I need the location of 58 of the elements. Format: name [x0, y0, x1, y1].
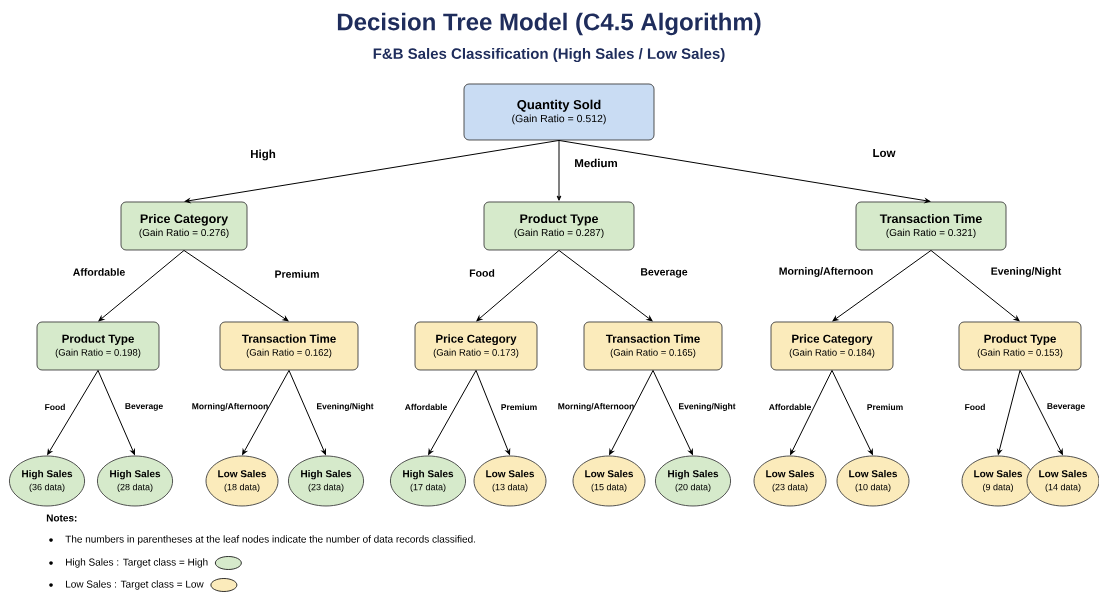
arrow: [476, 249, 560, 322]
note-text: The numbers in parentheses at the leaf nodes indicate the number of data records classified.: [65, 535, 475, 545]
root-node-box: Quantity Sold (Gain Ratio = 0.512): [463, 83, 655, 141]
decision-node-box: Product Type (Gain Ratio = 0.153): [958, 321, 1082, 371]
arrow: [831, 369, 873, 455]
edge-label: Premium: [501, 403, 537, 411]
arrow: [609, 369, 654, 455]
edge-label: Evening/Night: [317, 403, 374, 411]
edge-label: Food: [469, 269, 495, 277]
edge-label: Affordable: [73, 268, 125, 276]
edge-label: Affordable: [404, 403, 447, 411]
edge-label: Medium: [575, 158, 617, 168]
edge-label: Morning/Afternoon: [192, 403, 268, 411]
arrow: [183, 249, 289, 322]
arrow: [997, 369, 1021, 455]
arrow: [98, 249, 185, 322]
decision-node-box: Price Category (Gain Ratio = 0.184): [770, 321, 894, 371]
arrow: [558, 249, 653, 322]
arrow: [428, 369, 477, 455]
legend-text: High Sales : Target class = High: [66, 558, 208, 568]
edge-label: Food: [45, 403, 65, 411]
decision-node-box: Price Category (Gain Ratio = 0.173): [414, 321, 538, 371]
edge-label: Beverage: [125, 403, 163, 411]
arrow: [184, 139, 560, 203]
arrow: [288, 369, 326, 455]
title: Decision Tree Model (C4.5 Algorithm): [337, 12, 761, 36]
decision-node-box: Product Type (Gain Ratio = 0.198): [36, 321, 160, 371]
arrow: [930, 249, 1020, 322]
decision-node-box: Product Type (Gain Ratio = 0.287): [483, 201, 635, 251]
arrow: [475, 369, 511, 455]
arrow: [1019, 369, 1063, 455]
decision-node-box: Price Category (Gain Ratio = 0.276): [120, 201, 248, 251]
arrow: [652, 369, 693, 455]
edge-label: Evening/Night: [679, 403, 736, 411]
edge-label: Low: [873, 149, 896, 157]
arrow: [790, 369, 833, 455]
edge-label: Evening/Night: [991, 267, 1062, 277]
edge-label: Food: [965, 403, 985, 411]
decision-node-box: Transaction Time (Gain Ratio = 0.321): [855, 201, 1007, 251]
arrow: [242, 369, 290, 455]
arrow: [832, 249, 932, 322]
edge-label: Beverage: [1047, 403, 1085, 411]
edge-label: High: [251, 149, 276, 161]
notes-heading: Notes:: [46, 514, 77, 522]
edge-label: Premium: [275, 270, 319, 278]
arrow: [97, 369, 135, 455]
legend-text: Low Sales : Target class = Low: [66, 580, 204, 590]
decision-node-box: Transaction Time (Gain Ratio = 0.162): [219, 321, 359, 371]
edge-label: Beverage: [641, 268, 688, 278]
arrow: [556, 139, 562, 201]
edge-label: Morning/Afternoon: [558, 403, 634, 411]
arrow: [47, 369, 99, 455]
edge-label: Affordable: [768, 403, 811, 411]
decision-node-box: Transaction Time (Gain Ratio = 0.165): [583, 321, 723, 371]
arrow: [558, 139, 931, 203]
edge-label: Morning/Afternoon: [779, 267, 873, 277]
subtitle: F&B Sales Classification (High Sales / Low Sales): [373, 47, 725, 62]
edge-label: Premium: [867, 403, 903, 411]
